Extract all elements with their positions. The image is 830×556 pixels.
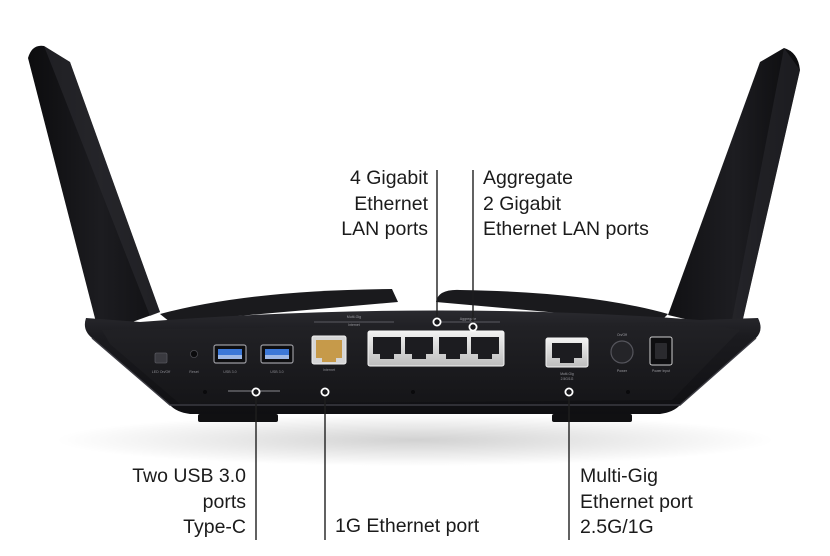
callout-line: ports xyxy=(202,490,246,513)
callout-line: 2.5G/1G xyxy=(580,516,654,538)
callout-line: Ethernet port xyxy=(580,490,693,513)
lan-port-3 xyxy=(439,337,467,359)
led-switch xyxy=(154,352,168,364)
lan-port-2 xyxy=(405,337,433,359)
multigig-port xyxy=(545,337,589,368)
callout-line: LAN ports xyxy=(341,218,428,240)
callout-line: Ethernet xyxy=(354,192,428,215)
callout-4-gigabit-lan: 4 Gigabit Ethernet LAN ports xyxy=(300,166,428,243)
multigig-speed-label: 2.5G/1G xyxy=(561,377,574,381)
left-foot xyxy=(198,414,278,422)
lan-port-4 xyxy=(471,337,499,359)
reset-label: Reset xyxy=(189,370,198,374)
power-label: Power xyxy=(617,369,628,373)
multigig-port-label: Multi-Gig xyxy=(560,372,574,376)
right-foot xyxy=(552,414,632,422)
left-antenna-edge xyxy=(44,46,160,316)
callout-line: Type-C xyxy=(183,516,246,538)
usb-1-label: USB 3.0 xyxy=(223,370,236,374)
dc-in-label: Power Input xyxy=(652,369,670,373)
internet-port-label: Internet xyxy=(323,368,335,372)
callout-leaders xyxy=(255,170,570,540)
power-button xyxy=(610,340,634,364)
floor-shadow xyxy=(55,414,775,466)
callout-aggregate-lan: Aggregate 2 Gigabit Ethernet LAN ports xyxy=(483,166,683,243)
dc-power-jack xyxy=(649,336,673,366)
callout-dots xyxy=(251,317,574,397)
top-label-aggregate: Aggregate xyxy=(460,317,477,321)
callout-line: 4 Gigabit xyxy=(349,167,428,189)
screw-1 xyxy=(203,390,207,394)
usb-port-2 xyxy=(260,344,294,364)
callout-1g-ethernet: 1G Ethernet port xyxy=(335,514,535,540)
usb-2-label: USB 3.0 xyxy=(270,370,283,374)
lan-port-block xyxy=(367,330,505,367)
left-antenna xyxy=(28,45,160,330)
reset-pinhole xyxy=(189,349,198,358)
top-fin-left xyxy=(160,289,398,322)
screw-3 xyxy=(626,390,630,394)
body-trim xyxy=(91,337,757,406)
power-onoff-label: On/Off xyxy=(617,333,627,337)
callout-line: Aggregate xyxy=(483,167,573,189)
callout-line: Two USB 3.0 xyxy=(132,465,246,487)
top-label-internet: Internet xyxy=(348,323,360,327)
top-label-multigig: Multi-Gig xyxy=(347,315,361,319)
led-switch-label: LED On/Off xyxy=(152,370,171,374)
callout-multigig-ethernet: Multi-Gig Ethernet port 2.5G/1G xyxy=(580,464,740,541)
usb-port-1 xyxy=(213,344,247,364)
right-antenna xyxy=(668,48,800,332)
callout-line: 2 Gigabit xyxy=(483,192,562,215)
callout-line: 1G Ethernet port xyxy=(335,515,480,537)
callout-line: Multi-Gig xyxy=(580,465,659,487)
internet-port xyxy=(311,335,347,365)
callout-usb-ports: Two USB 3.0 ports Type-C xyxy=(110,464,246,541)
lan-port-1 xyxy=(373,337,401,359)
right-antenna-edge xyxy=(730,48,800,332)
callout-line: Ethernet LAN ports xyxy=(483,218,649,240)
screw-2 xyxy=(411,390,415,394)
top-fin-right xyxy=(436,289,668,322)
